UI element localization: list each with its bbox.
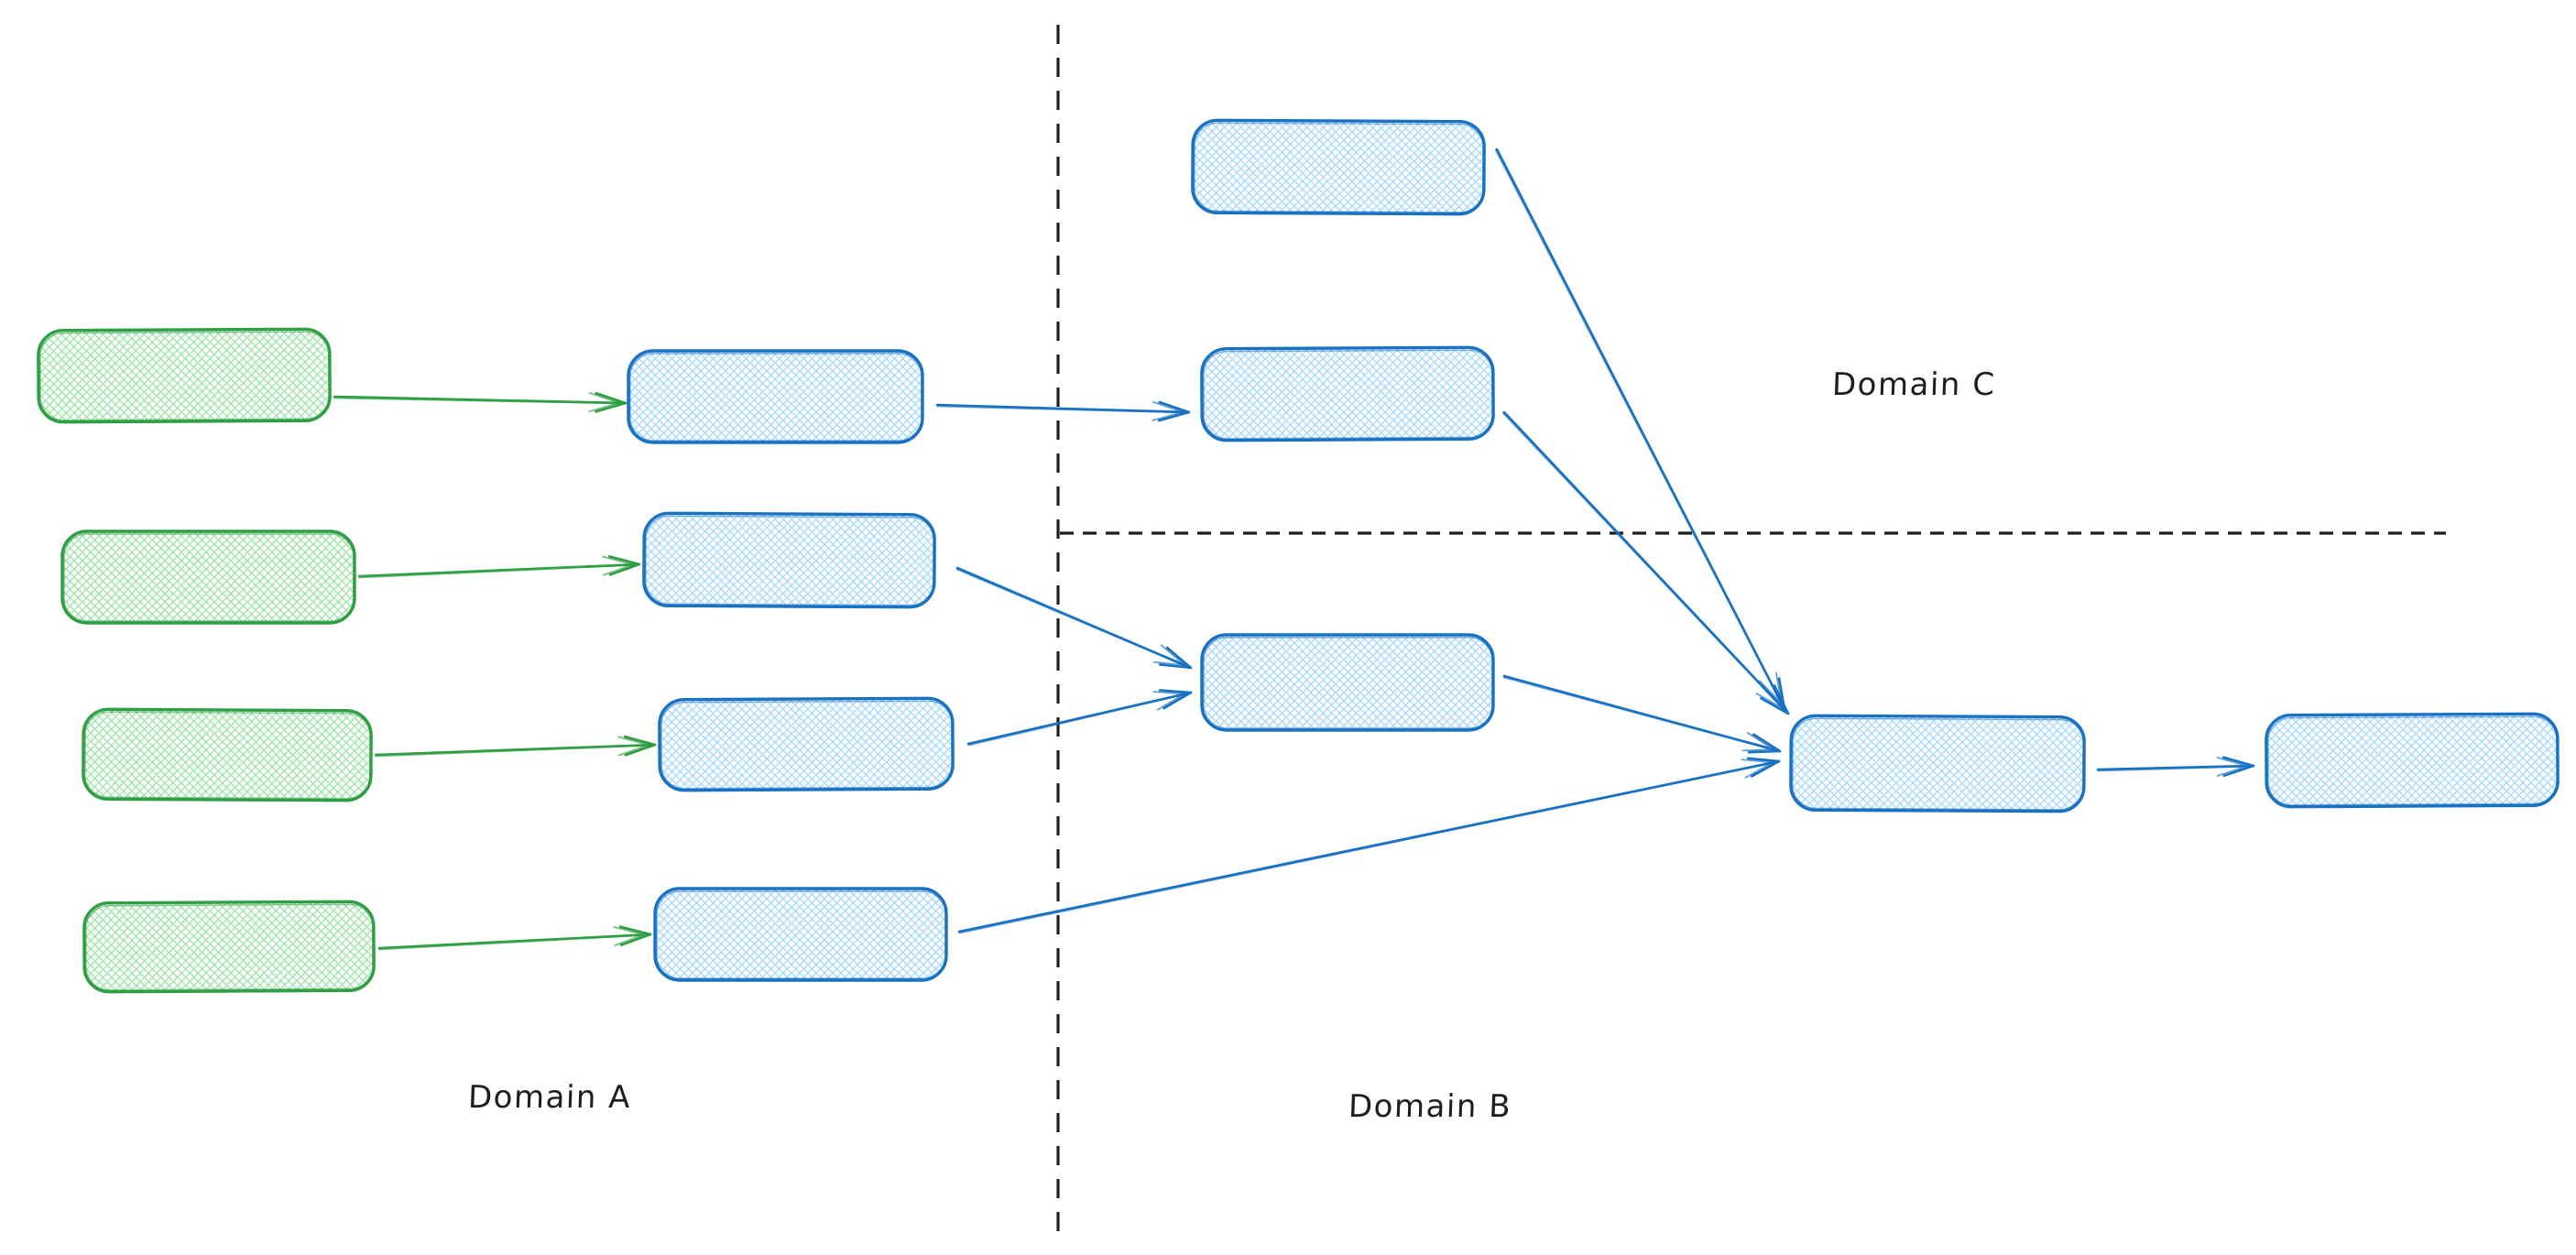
arrow-b3-c3 [966, 689, 1193, 747]
node-b3 [658, 696, 955, 792]
arrow-c1-d1 [1494, 147, 1786, 711]
divider-layer [1056, 25, 2446, 1237]
arrow-a3-b3 [374, 735, 657, 758]
arrow-b2-c3 [955, 566, 1193, 670]
node-c3 [1200, 633, 1495, 732]
arrow-a4-b4 [377, 925, 652, 951]
domain-c-label: Domain C [1831, 366, 1997, 403]
arrow-c3-d1 [1502, 674, 1782, 754]
domain-b-label: Domain B [1348, 1088, 1512, 1125]
node-d1 [1789, 714, 2086, 813]
arrow-a2-b2 [357, 555, 641, 579]
node-e1 [2265, 712, 2560, 809]
arrow-a1-b1 [333, 391, 628, 413]
node-a1 [37, 327, 332, 424]
node-b4 [653, 887, 948, 982]
arrow-b1-c2 [935, 400, 1191, 422]
node-c1 [1191, 118, 1486, 216]
node-a4 [82, 900, 376, 994]
arrow-c2-d1 [1502, 410, 1790, 715]
node-b1 [627, 349, 924, 444]
node-layer [37, 118, 2560, 994]
domain-a-label: Domain A [467, 1079, 632, 1116]
node-a3 [82, 707, 373, 802]
arrow-b4-d1 [957, 757, 1781, 934]
node-c2 [1200, 345, 1495, 442]
arrow-d1-e1 [2096, 756, 2255, 778]
node-b2 [642, 511, 936, 609]
node-a2 [60, 529, 356, 625]
edge-layer [333, 147, 2255, 951]
